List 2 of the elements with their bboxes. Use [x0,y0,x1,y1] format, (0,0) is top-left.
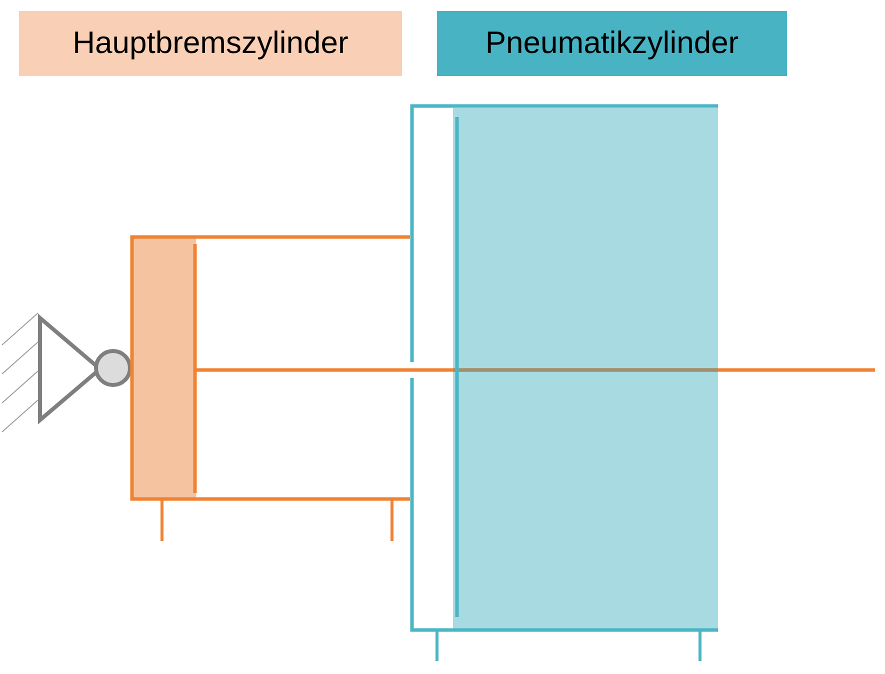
label-box: Hauptbremszylinder [19,11,402,76]
label-box: Pneumatikzylinder [437,11,787,76]
